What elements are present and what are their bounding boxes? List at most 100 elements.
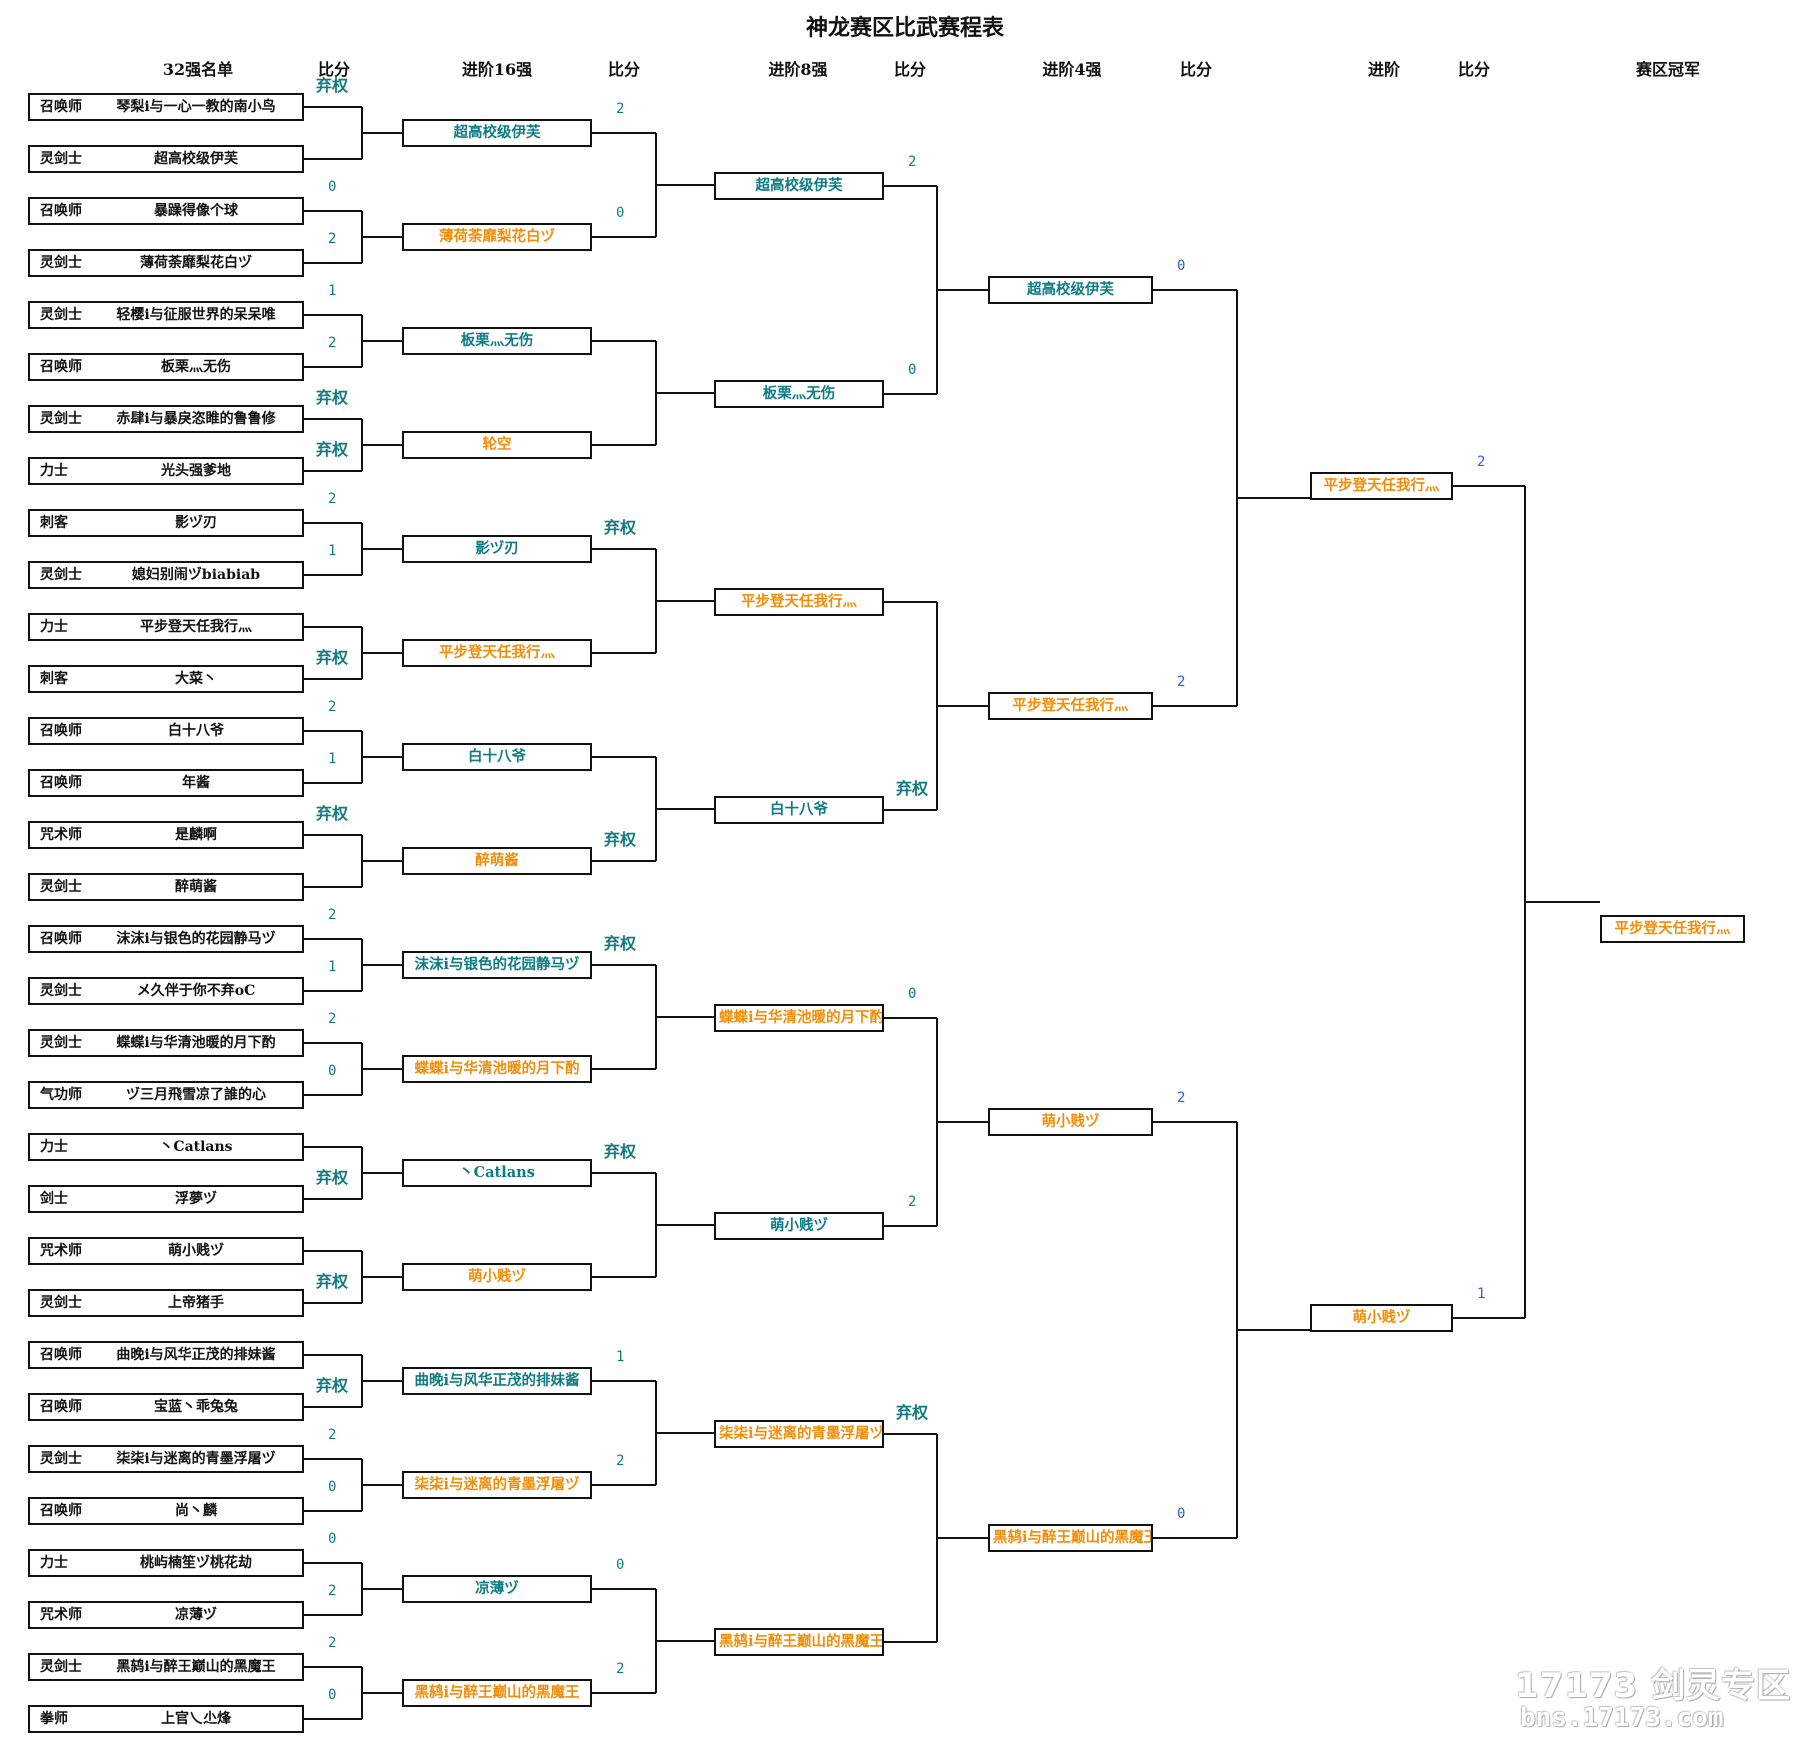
score-label: 弃权 — [316, 1376, 349, 1395]
score-label: 2 — [328, 1427, 337, 1443]
player-slot: 灵剑士轻樱i与征服世界的呆呆唯 — [28, 301, 304, 329]
score-label: 0 — [328, 1479, 337, 1495]
score-label: 2 — [328, 907, 337, 923]
column-header: 进阶 — [1367, 60, 1400, 79]
player-name: 上官乀尐烽 — [161, 1711, 231, 1727]
player-name: 媳妇别闹ヅbiabiab — [131, 567, 261, 583]
player-class: 召唤师 — [40, 931, 82, 947]
player-class: 咒术师 — [40, 1243, 82, 1259]
player-slot: 召唤师白十八爷 — [28, 717, 304, 745]
player-slot: 咒术师是麟啊 — [28, 821, 304, 849]
score-label: 弃权 — [604, 518, 637, 537]
player-class: 召唤师 — [40, 1347, 82, 1363]
score-label: 弃权 — [316, 1272, 349, 1291]
score-label: 0 — [328, 1531, 337, 1547]
advance-slot: 超高校级伊芙 — [988, 276, 1153, 304]
player-slot: 灵剑士媳妇别闹ヅbiabiab — [28, 561, 304, 589]
player-class: 灵剑士 — [40, 983, 82, 999]
page-title: 神龙赛区比武赛程表 — [805, 15, 1004, 41]
column-header: 比分 — [893, 60, 926, 79]
player-slot: 刺客大菜丶 — [28, 665, 304, 693]
player-slot: 灵剑士 赤肆i与暴戾恣睢的鲁鲁修 — [28, 405, 304, 433]
advance-slot: 柒柒i与迷离的青墨浮屠ヅ — [714, 1420, 884, 1448]
player-slot: 召唤师宝蓝丶乖兔兔 — [28, 1393, 304, 1421]
player-name: 薄荷荼靡梨花白ヅ — [140, 255, 252, 271]
score-label: 弃权 — [316, 76, 349, 95]
score-label: 2 — [616, 1453, 625, 1469]
player-name: 浮夢ヅ — [175, 1191, 217, 1207]
player-slot: 力士丶Catlans — [28, 1133, 304, 1161]
player-class: 气功师 — [40, 1087, 82, 1103]
column-header: 进阶16强 — [461, 60, 533, 79]
advance-slot: 白十八爷 — [402, 743, 592, 771]
player-class: 剑士 — [40, 1191, 68, 1207]
player-slot: 拳师上官乀尐烽 — [28, 1705, 304, 1733]
player-slot: 刺客影ヅ刃 — [28, 509, 304, 537]
player-name: 沫沫i与银色的花园静马ヅ — [116, 931, 276, 947]
score-label: 弃权 — [896, 1403, 929, 1422]
player-class: 力士 — [40, 1555, 68, 1571]
player-slot: 召唤师尚丶麟 — [28, 1497, 304, 1525]
column-header: 比分 — [1457, 60, 1490, 79]
score-label: 弃权 — [896, 779, 929, 798]
player-name: 蝶蝶i与华清池暖的月下酌 — [116, 1035, 276, 1051]
player-name: 宝蓝丶乖兔兔 — [154, 1399, 238, 1415]
player-class: 灵剑士 — [40, 411, 82, 427]
player-class: 灵剑士 — [40, 307, 82, 323]
player-class: 召唤师 — [40, 723, 82, 739]
advance-slot: 超高校级伊芙 — [714, 172, 884, 200]
advance-slot: 平步登天任我行灬 — [402, 639, 592, 667]
advance-slot: 平步登天任我行灬 — [714, 588, 884, 616]
score-label: 弃权 — [316, 1168, 349, 1187]
player-class: 召唤师 — [40, 203, 82, 219]
column-header: 比分 — [317, 60, 350, 79]
player-name: 琴梨i与一心一教的南小鸟 — [116, 99, 276, 115]
player-slot: 召唤师板栗灬无伤 — [28, 353, 304, 381]
score-label: 2 — [328, 1583, 337, 1599]
player-name: 黑鸫i与醉王巅山的黑魔王 — [116, 1659, 276, 1675]
player-name: 板栗灬无伤 — [161, 359, 231, 375]
score-label: 0 — [908, 986, 917, 1002]
player-name: 大菜丶 — [175, 671, 217, 687]
score-label: 弃权 — [604, 1142, 637, 1161]
player-name: 赤肆i与暴戾恣睢的鲁鲁修 — [116, 411, 276, 427]
player-slot: 灵剑士メ久伴于你不弃oC — [28, 977, 304, 1005]
advance-slot: 轮空 — [402, 431, 592, 459]
player-name: 柒柒i与迷离的青墨浮屠ヅ — [116, 1451, 276, 1467]
column-header: 比分 — [1179, 60, 1212, 79]
score-label: 2 — [1177, 1090, 1186, 1106]
champion-slot: 平步登天任我行灬 — [1600, 915, 1745, 943]
player-name: 平步登天任我行灬 — [140, 619, 252, 635]
score-label: 2 — [328, 1011, 337, 1027]
score-label: 1 — [328, 543, 337, 559]
player-slot: 灵剑士上帝猪手 — [28, 1289, 304, 1317]
score-label: 弃权 — [604, 830, 637, 849]
watermark-url: bns.17173.com — [1520, 1703, 1724, 1733]
score-label: 0 — [328, 179, 337, 195]
player-class: 灵剑士 — [40, 255, 82, 271]
advance-slot: 黑鸫i与醉王巅山的黑魔王 — [988, 1524, 1153, 1552]
player-slot: 力士 桃屿楠笙ヅ桃花劫 — [28, 1549, 304, 1577]
score-label: 弃权 — [604, 934, 637, 953]
score-label: 0 — [328, 1063, 337, 1079]
player-slot: 灵剑士蝶蝶i与华清池暖的月下酌 — [28, 1029, 304, 1057]
advance-slot: 影ヅ刃 — [402, 535, 592, 563]
player-class: 刺客 — [40, 515, 68, 531]
advance-slot: 黑鸫i与醉王巅山的黑魔王 — [714, 1628, 884, 1656]
score-label: 2 — [908, 1194, 917, 1210]
player-name: 超高校级伊芙 — [154, 151, 238, 167]
player-name: ヅ三月飛雪凉了誰的心 — [126, 1087, 266, 1103]
advance-slot: 平步登天任我行灬 — [988, 692, 1153, 720]
player-slot: 力士光头强爹地 — [28, 457, 304, 485]
player-slot: 召唤师 沫沫i与银色的花园静马ヅ — [28, 925, 304, 953]
player-name: 尚丶麟 — [175, 1503, 217, 1519]
player-name: 桃屿楠笙ヅ桃花劫 — [140, 1555, 252, 1571]
score-label: 弃权 — [316, 804, 349, 823]
player-class: 力士 — [40, 463, 68, 479]
advance-slot: 蝶蝶i与华清池暖的月下酌 — [714, 1004, 884, 1032]
player-slot: 灵剑士超高校级伊芙 — [28, 145, 304, 173]
player-name: 曲晚i与风华正茂的排妹酱 — [116, 1347, 276, 1363]
player-name: 醉萌酱 — [175, 879, 217, 895]
score-label: 1 — [328, 751, 337, 767]
player-name: 丶Catlans — [159, 1139, 233, 1155]
